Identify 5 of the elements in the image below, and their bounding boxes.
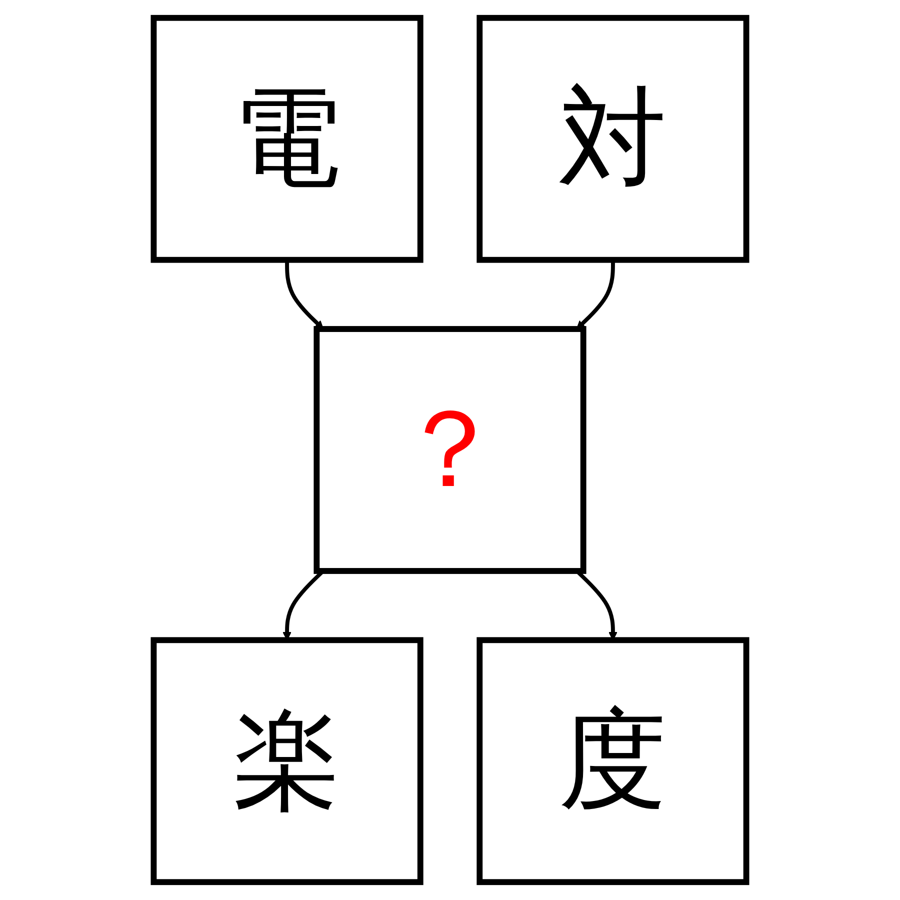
node-box: 対	[476, 14, 750, 263]
node-box: 度	[476, 637, 750, 886]
node-box: 電	[150, 14, 424, 263]
node-box: ？	[314, 326, 586, 574]
node-box: 楽	[150, 637, 424, 886]
